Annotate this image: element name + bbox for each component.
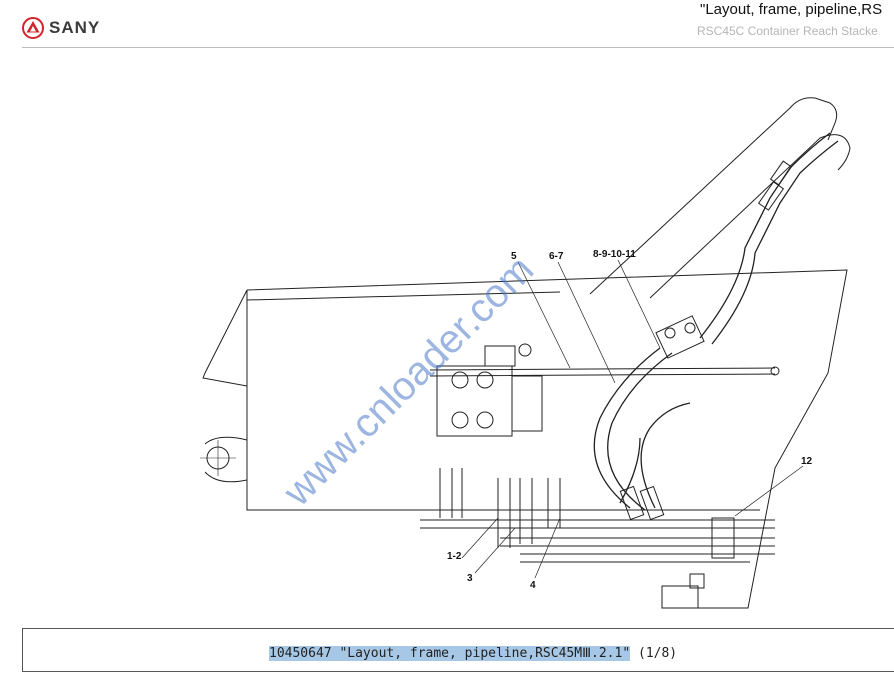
callout-leaders [461, 259, 804, 579]
header-divider [22, 47, 894, 48]
frame-bottom-rails [420, 509, 775, 563]
boom-hose-2 [711, 140, 839, 345]
lower-cylinder [661, 585, 699, 609]
callout-12: 12 [801, 456, 813, 467]
hoses-lower [439, 468, 561, 548]
document-subtitle: RSC45C Container Reach Stacke [697, 24, 878, 38]
caption-page-number: (1/8) [630, 646, 678, 661]
frame-outline-right [246, 269, 848, 609]
valve-side-plate [511, 375, 543, 432]
caption-highlighted-title: 10450647 "Layout, frame, pipeline,RSC45M… [269, 646, 631, 661]
bracket-12 [711, 517, 735, 559]
hose-loop-1 [593, 347, 661, 509]
frame-wedge [202, 289, 248, 387]
callout-4: 4 [530, 580, 536, 591]
callout-6-7: 6-7 [549, 251, 564, 262]
document-title: "Layout, frame, pipeline,RS [700, 1, 883, 18]
hydraulic-bar [429, 367, 776, 377]
hose-loop-2 [607, 352, 673, 511]
frame-outline-left [246, 290, 440, 511]
caption-box: 10450647 "Layout, frame, pipeline,RSC45M… [22, 628, 894, 672]
fitting-block [655, 315, 705, 359]
boom-outline-upper [589, 97, 838, 295]
pivot-bracket [204, 436, 248, 483]
frame-top-rail [246, 291, 561, 301]
callout-1-2: 1-2 [447, 551, 462, 562]
sany-logo: SANY [22, 17, 100, 39]
valve-block [436, 365, 513, 437]
pivot-crosshair [200, 440, 236, 476]
callout-5: 5 [511, 251, 517, 262]
sany-logo-icon [22, 17, 44, 39]
hose-loop-3 [640, 402, 691, 509]
callout-8-9-10-11: 8-9-10-11 [593, 249, 636, 260]
page-header: SANY "Layout, frame, pipeline,RS RSC45C … [0, 0, 894, 48]
brand-name: SANY [49, 18, 101, 37]
boom-outline-inner [649, 134, 851, 299]
callout-3: 3 [467, 573, 473, 584]
boom-hose-1 [699, 132, 831, 339]
caption-line: 10450647 "Layout, frame, pipeline,RSC45M… [269, 646, 677, 661]
technical-drawing: 5 6-7 8-9-10-11 12 1-2 3 4 www.cnloader.… [200, 97, 851, 609]
